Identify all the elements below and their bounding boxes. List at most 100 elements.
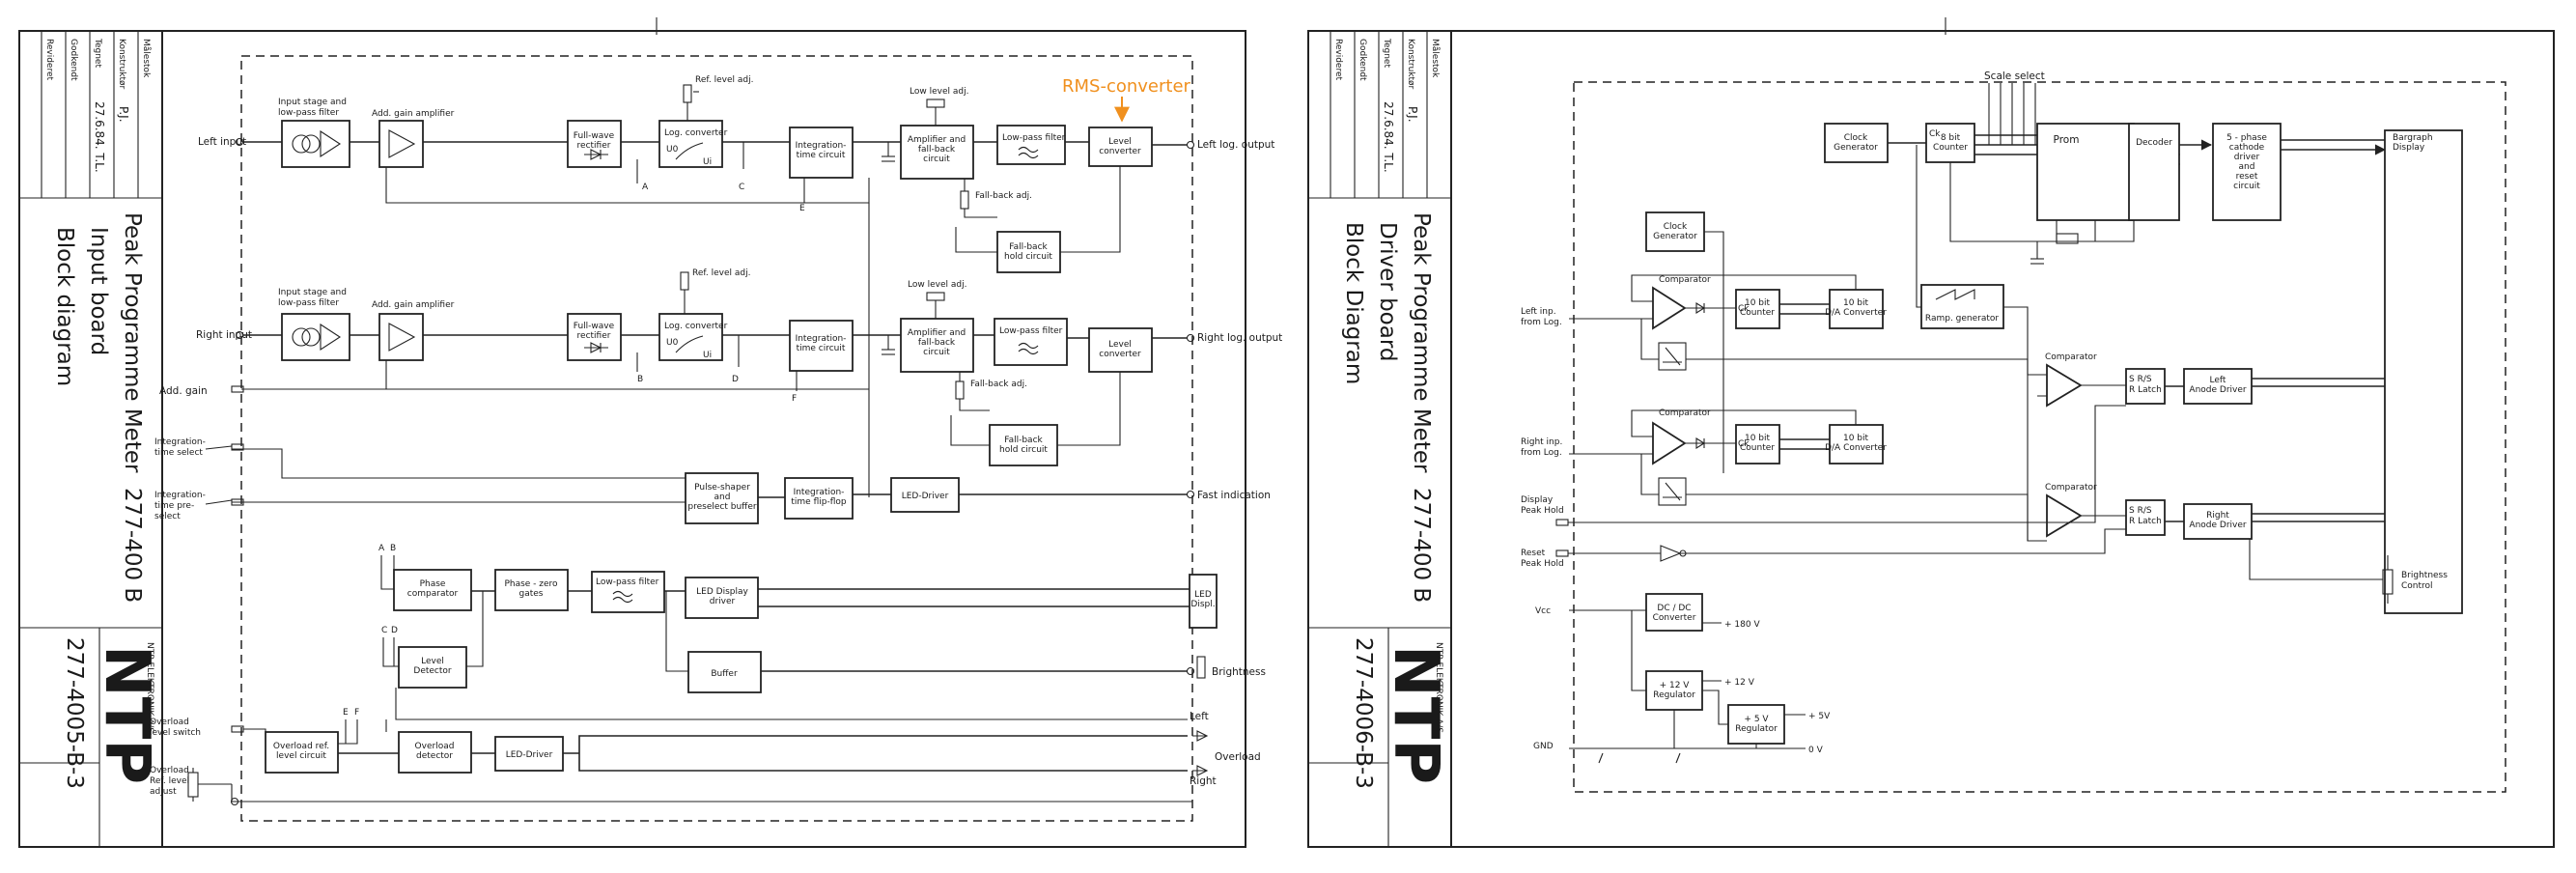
low-level-right-label: Low level adj. (908, 280, 966, 290)
led-driver-ovl-label: LED-Driver (506, 750, 553, 760)
low-pass-display (591, 571, 665, 613)
fast-indication-label: Fast indication (1197, 490, 1271, 501)
full-wave-right (567, 313, 622, 361)
ck-counter10-left: Ck (1738, 304, 1750, 314)
level-conv-left (1088, 127, 1153, 167)
add-gain-amp-left-label: Add. gain amplifier (372, 109, 455, 119)
full-wave-left (567, 120, 622, 168)
v5-label: + 5V (1808, 712, 1831, 721)
int-preselect-label: Integration-time pre-select (154, 491, 206, 521)
add-gain-amp-right-label: Add. gain amplifier (372, 300, 455, 310)
low-pass-display-label: Low-pass filter (596, 577, 659, 587)
log-converter-left-label: Log. converter (664, 128, 728, 138)
five-phase-driver (2212, 123, 2282, 221)
left-inp-label: Left inp.from Log. (1521, 307, 1562, 327)
ovl-ref-circuit-label: Overload ref.level circuit (273, 742, 329, 761)
node-e: E (799, 204, 805, 213)
dcdc-converter (1645, 593, 1703, 632)
ref-level-pot-left (683, 84, 692, 103)
led-display (1189, 574, 1218, 629)
field-konstruktor-2: Konstruktør (1406, 39, 1415, 90)
comparator-upper-label: Comparator (2045, 352, 2097, 362)
left-log-output-label: Left log. output (1197, 139, 1274, 151)
field-revideret: Revideret (44, 39, 54, 81)
buffer (687, 651, 762, 693)
node-b2: B (390, 544, 396, 553)
counter10-right (1735, 424, 1780, 465)
overload-detector (398, 731, 472, 774)
comparator-lower (2046, 493, 2083, 538)
sheet-title: Peak Programme Meter (120, 212, 145, 473)
comparator-right (1652, 421, 1687, 465)
decoder-label: Decoder (2136, 138, 2172, 148)
gnd-label: GND (1533, 742, 1554, 751)
prom-label: Prom (2054, 134, 2080, 146)
comparator-left (1652, 286, 1687, 330)
sheet-subtitle: Input board (86, 227, 111, 355)
field-maalestok: Målestok (141, 39, 152, 78)
value-tegnet-2: 27.6.84. T.L. (1382, 101, 1395, 173)
scale-select-label: Scale select (1984, 70, 2045, 82)
node-d: D (732, 375, 739, 384)
fallback-adj-left-label: Fall-back adj. (975, 191, 1032, 201)
reg5 (1727, 704, 1785, 745)
low-pass-right (994, 318, 1068, 366)
value-konstruktor-2: P.J. (1406, 106, 1419, 123)
sheet-subtitle2-2: Block Diagram (1341, 222, 1366, 384)
field-konstruktor: Konstruktør (117, 39, 126, 90)
sheet-subtitle2: Block diagram (52, 227, 77, 386)
low-pass-left (996, 125, 1066, 165)
fallback-adj-right-label: Fall-back adj. (970, 380, 1027, 389)
sheet-number: 277-400 B (120, 488, 145, 603)
int-select-label: Integration-time select (154, 437, 206, 458)
log-ui-right: Ui (703, 351, 712, 360)
sheet-subtitle-2: Driver board (1375, 222, 1400, 362)
sheet-input-board: Målestok Konstruktør Tegnet Godkendt Rev… (18, 17, 1282, 848)
node-b: B (637, 375, 643, 384)
right-out-label: Right (1190, 775, 1217, 787)
drawing-number: 277-4005-B-3 (62, 637, 87, 789)
node-f2: F (354, 708, 359, 718)
add-gain-label: Add. gain (159, 385, 208, 397)
ref-level-right-label: Ref. level adj. (692, 268, 750, 278)
node-c: C (739, 183, 744, 192)
node-d2: D (391, 626, 398, 635)
add-gain-amp-left (378, 120, 424, 168)
v0-label: 0 V (1808, 746, 1824, 755)
comparator-upper (2046, 363, 2083, 408)
sheet-driver-board: Målestok Konstruktør Tegnet Godkendt Rev… (1307, 17, 2555, 848)
decoder (2128, 123, 2180, 221)
node-a: A (642, 183, 649, 192)
led-driver-ovl (494, 736, 564, 772)
rs-latch-lower (2125, 499, 2166, 536)
low-pass-right-label: Low-pass filter (999, 326, 1063, 336)
counter10-left (1735, 289, 1780, 329)
clock-gen-top (1824, 123, 1889, 163)
log-converter-left (658, 120, 723, 168)
clock-gen-left (1645, 211, 1705, 252)
add-gain-amp-right (378, 313, 424, 361)
low-level-left-label: Low level adj. (910, 87, 968, 97)
company-name: NTP ELEKTRONIK A/S (145, 642, 154, 733)
